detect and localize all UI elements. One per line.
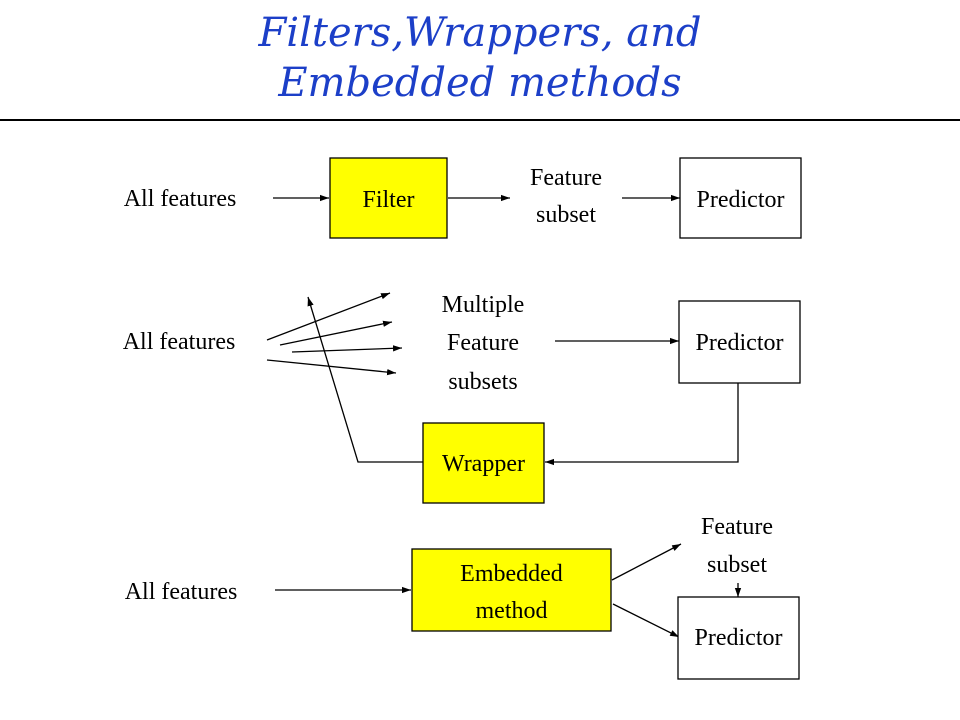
wrapper-predictor-box[interactable]: Predictor [678,300,801,384]
filter-box-label: Filter [363,187,415,213]
slide-title-line-1: Filters,Wrappers, and [258,10,702,56]
fan-arrow-2 [279,320,393,346]
predictor-to-wrapper-feedback-arrow [545,383,739,466]
subsets-label-line-3: subsets [448,369,517,395]
title-divider [0,119,960,121]
embedded-input-label: All features [125,579,238,605]
embedded-row: All features Embedded method Feature sub… [125,514,800,680]
embedded-box-label-line-2: method [476,598,548,624]
embedded-box-label-line-1: Embedded [460,561,563,587]
wrapper-predictor-label: Predictor [696,330,784,356]
subsets-label-line-2: Feature [447,330,519,356]
wrapper-box-rect [422,422,545,504]
embedded-box-rect [411,548,612,632]
slide-title: Filters,Wrappers, and Embedded methods [0,8,960,108]
embedded-to-predictor-arrow [612,603,680,638]
filter-predictor-box[interactable]: Predictor [679,157,802,239]
embedded-predictor-box[interactable]: Predictor [677,596,800,680]
fan-arrow-3 [291,345,403,353]
filter-row: All features Filter Feature subset Predi… [124,157,802,239]
wrapper-to-features-feedback-arrow [307,296,423,463]
embedded-output-label-line-2: subset [707,552,767,578]
wrapper-input-label: All features [123,329,236,355]
wrapper-box[interactable]: Wrapper [422,422,545,504]
filter-input-label: All features [124,186,237,212]
embedded-output-label-line-1: Feature [701,514,773,540]
wrapper-row: All features Multiple Feature subsets Pr… [123,292,801,504]
fan-arrow-4 [266,359,397,376]
filter-predictor-rect [679,157,802,239]
fan-arrow-1 [266,292,391,341]
wrapper-box-label: Wrapper [442,451,525,477]
wrapper-predictor-rect [678,300,801,384]
embedded-predictor-label: Predictor [695,625,783,651]
filter-box[interactable]: Filter [329,157,448,239]
embedded-predictor-rect [677,596,800,680]
slide-title-line-2: Embedded methods [278,60,682,106]
filter-output-label-line-1: Feature [530,165,602,191]
embedded-to-subset-arrow [611,543,682,581]
embedded-box[interactable]: Embedded method [411,548,612,632]
filter-box-rect [329,157,448,239]
subsets-label-line-1: Multiple [442,292,525,318]
filter-output-label-line-2: subset [536,202,596,228]
filter-predictor-label: Predictor [697,187,785,213]
